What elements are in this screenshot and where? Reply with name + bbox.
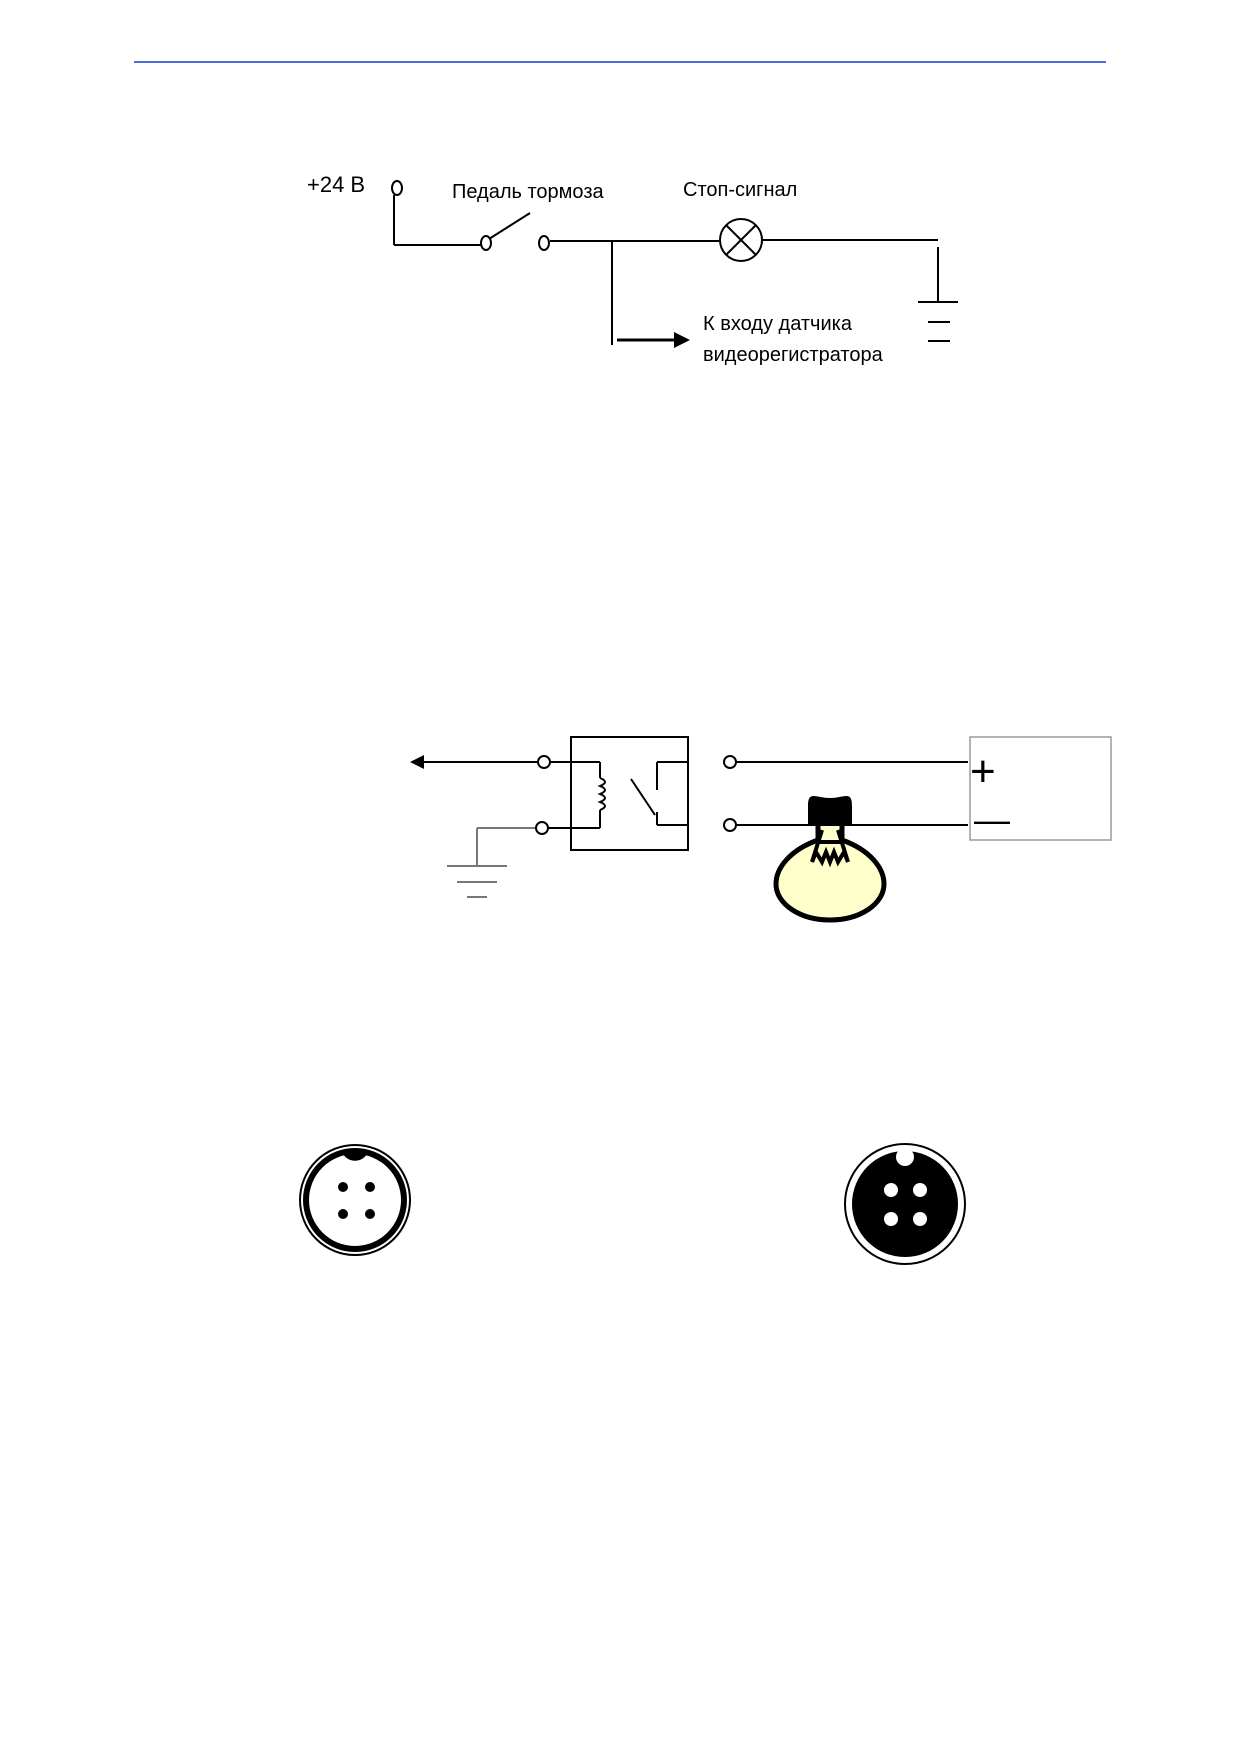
relay-box: [570, 736, 689, 851]
relay-output-terminal-bottom: [723, 818, 737, 832]
supply-terminal: [391, 180, 403, 196]
sensor-arrow-head-icon: [674, 332, 690, 348]
stop-signal-label: Стоп-сигнал: [683, 179, 797, 201]
brake-circuit-lines: [391, 180, 958, 345]
relay-input-terminal-top: [537, 755, 551, 769]
sensor-label-line2: видеорегистратора: [703, 344, 884, 366]
switch-contact: [538, 235, 550, 251]
connector-male-icon: [844, 1143, 966, 1265]
relay-coil-icon: [597, 777, 606, 811]
brake-pedal-label: Педаль тормоза: [452, 181, 604, 203]
relay-input-terminal-bottom: [535, 821, 549, 835]
sensor-label-line1: К входу датчика: [703, 313, 853, 335]
battery-minus-sign: —: [974, 799, 1010, 840]
light-bulb-icon: [773, 796, 887, 923]
relay-switch-blade: [630, 778, 656, 816]
lamp-cross-b: [725, 224, 757, 256]
relay-diagram: + —: [410, 736, 1112, 923]
relay-output-arrow-icon: [410, 755, 424, 769]
supply-label: +24 В: [307, 172, 365, 197]
switch-blade: [488, 212, 531, 240]
brake-signal-diagram: +24 В Педаль тормоза Стоп-сигнал К входу…: [307, 172, 958, 366]
header-rule: [134, 61, 1106, 63]
relay-output-terminal-top: [723, 755, 737, 769]
battery-plus-sign: +: [970, 747, 996, 796]
connector-female-icon: [299, 1144, 411, 1256]
switch-pivot: [480, 235, 492, 251]
battery-box: [969, 736, 1112, 841]
